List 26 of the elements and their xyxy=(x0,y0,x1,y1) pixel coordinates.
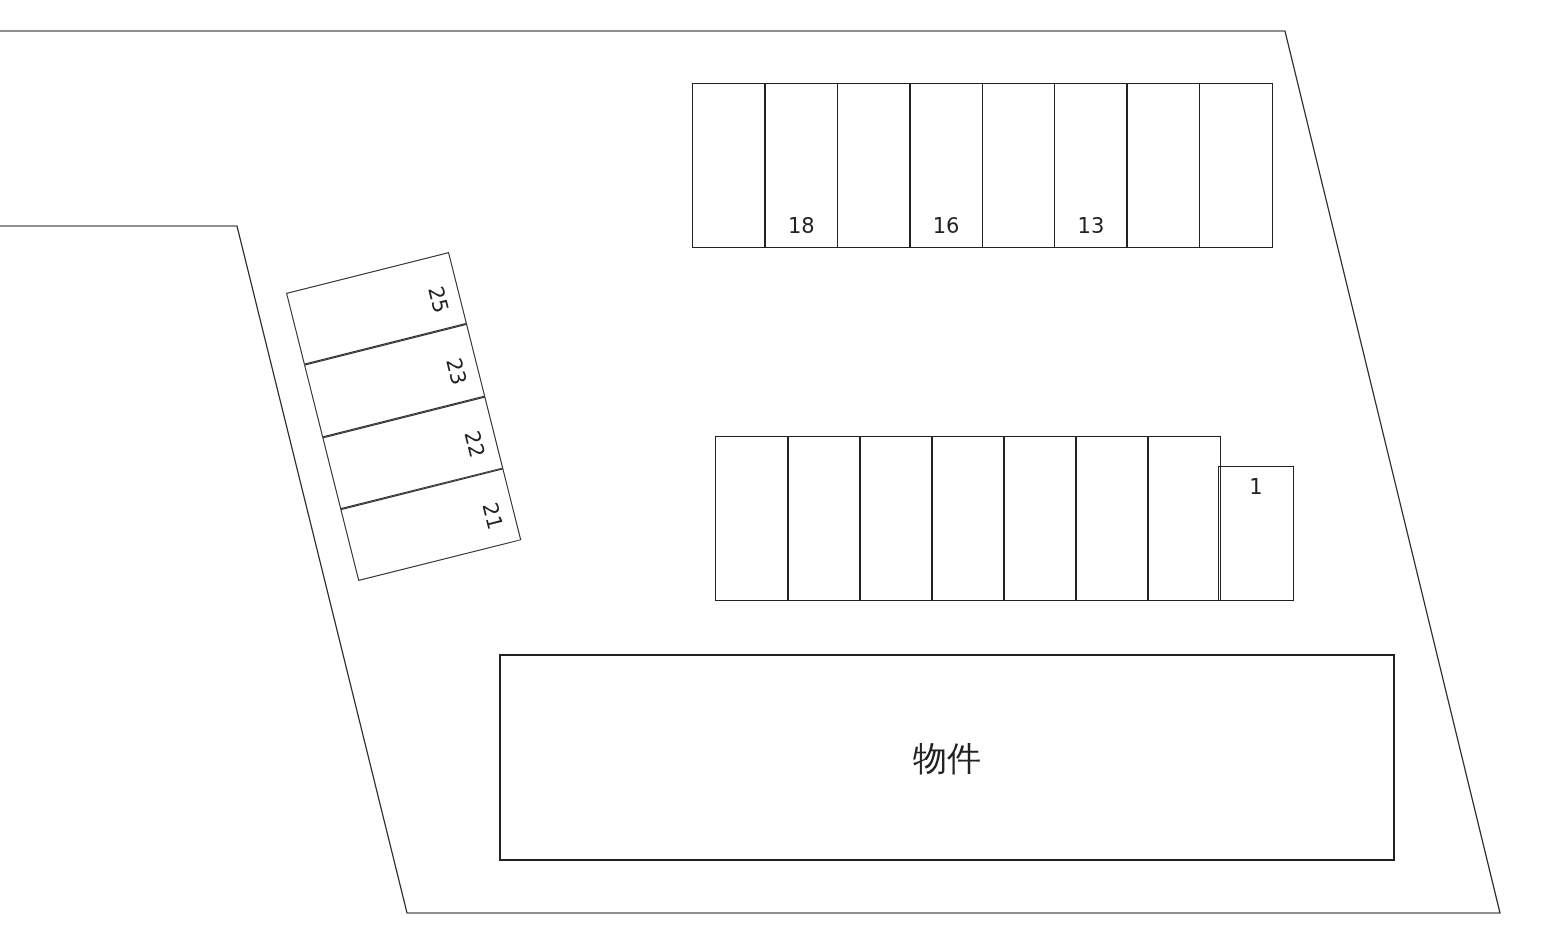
parking-space xyxy=(859,436,933,601)
parking-space xyxy=(1147,436,1221,601)
parking-space xyxy=(1075,436,1149,601)
parking-space xyxy=(1198,83,1273,248)
space-number: 23 xyxy=(442,356,470,388)
space-number: 16 xyxy=(932,216,960,237)
building-block xyxy=(499,654,1395,861)
building-label: 物件 xyxy=(913,740,981,775)
space-number: 13 xyxy=(1077,216,1105,237)
parking-space xyxy=(692,83,766,248)
space-number: 18 xyxy=(787,216,815,237)
parking-space xyxy=(715,436,789,601)
space-number: 22 xyxy=(460,428,488,460)
parking-space xyxy=(764,83,839,248)
parking-space xyxy=(787,436,861,601)
parking-space xyxy=(1126,83,1201,248)
parking-space xyxy=(931,436,1005,601)
space-number: 1 xyxy=(1249,477,1263,498)
parking-space xyxy=(1218,466,1294,601)
space-number: 21 xyxy=(478,500,506,532)
parking-space xyxy=(981,83,1056,248)
parking-space xyxy=(1054,83,1128,248)
parking-space xyxy=(1003,436,1077,601)
space-number: 25 xyxy=(424,284,452,316)
parking-space xyxy=(836,83,911,248)
parking-space xyxy=(909,83,984,248)
